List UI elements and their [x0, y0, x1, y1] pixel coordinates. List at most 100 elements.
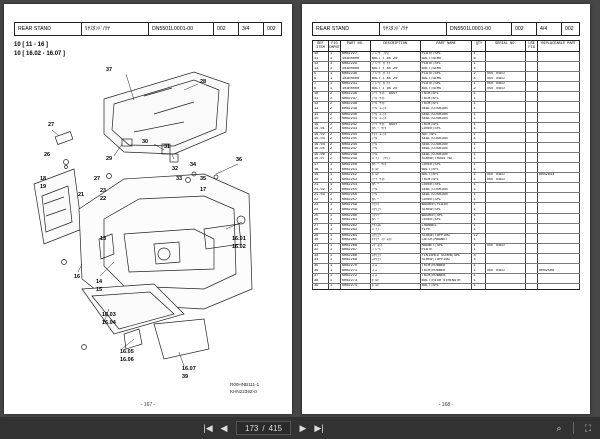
- header-rev: 002: [214, 23, 239, 35]
- table-cell: KHN2237: [339, 96, 371, 103]
- table-cell: 1: [327, 268, 341, 275]
- table-cell: [537, 132, 580, 138]
- table-cell: TRIM;SPL: [419, 177, 473, 184]
- table-cell: KHN2267: [339, 248, 371, 254]
- table-cell: [537, 56, 580, 63]
- table-cell: [537, 142, 580, 148]
- table-cell: SEAL;CUSHION: [419, 112, 473, 118]
- callout-22: 22: [100, 196, 107, 202]
- table-cell: [537, 202, 580, 208]
- table-cell: 39: [312, 283, 329, 290]
- figure-code-2: KHN2239Z-0: [230, 389, 257, 394]
- table-cell: [525, 283, 539, 290]
- fullscreen-icon: ⛶: [584, 422, 592, 433]
- table-cell: KHN2231: [339, 81, 371, 87]
- table-cell: SCREW;TRUSS HD: [419, 157, 473, 164]
- table-cell: KHN2239: [339, 107, 371, 113]
- table-cell: [537, 243, 580, 249]
- table-cell: KHN2269: [339, 258, 371, 264]
- table-cell: BOLT;SPL: [419, 283, 473, 290]
- table-cell: 1: [327, 177, 341, 184]
- table-cell: [537, 197, 580, 204]
- table-cell: SCREW;TAPPING: [419, 258, 473, 264]
- total-pages: 415: [268, 423, 282, 433]
- header-rev: 002: [512, 23, 537, 35]
- column-header: PART NO.: [339, 40, 371, 52]
- column-header: USE FIG: [525, 40, 539, 52]
- table-cell: 1: [327, 283, 341, 290]
- table-cell: KHN2247: [339, 147, 371, 153]
- last-page-button[interactable]: ▶|: [311, 417, 327, 439]
- next-page-icon: ▶: [299, 422, 307, 433]
- table-cell: 103RR000: [339, 76, 371, 83]
- table-cell: KHN2263: [339, 228, 371, 234]
- callout-27b: 27: [94, 176, 101, 182]
- callout-13: 13: [100, 236, 107, 242]
- table-cell: KHN2260: [339, 213, 371, 219]
- table-cell: KHN2265: [339, 238, 371, 244]
- callout-39: 39: [182, 374, 189, 380]
- callout-19: 19: [40, 184, 47, 190]
- table-cell: NUT;SPL: [419, 132, 473, 138]
- table-cell: 1: [327, 243, 341, 249]
- callout-16: 16: [74, 274, 81, 280]
- table-cell: [537, 101, 580, 108]
- table-cell: KHN2250: [339, 162, 371, 168]
- table-cell: BOLT;SEMS: [419, 66, 473, 73]
- table-cell: [537, 66, 580, 73]
- current-page-input[interactable]: 173: [245, 423, 259, 433]
- column-header: REF ITEM: [312, 40, 329, 52]
- table-cell: FINISHED SCREW;SPL: [419, 253, 473, 259]
- table-cell: [537, 91, 580, 97]
- table-cell: BOLT;SEMS: [419, 86, 473, 93]
- page-167: REAR STAND ﾘﾔｽﾀﾝﾄﾞ/ﾘﾔ DN5501L0001-00 002…: [4, 4, 292, 414]
- table-cell: KHN2245: [339, 137, 371, 143]
- table-cell: SEAL;CUSHION: [419, 107, 473, 113]
- table-cell: [537, 223, 580, 229]
- table-cell: BOLT;SPL: [419, 167, 473, 174]
- callout-15: 15: [96, 287, 103, 293]
- table-cell: KHN2240: [339, 112, 371, 118]
- callout-23: 23: [100, 188, 107, 194]
- header-sheet: 4/4: [537, 23, 562, 35]
- table-cell: 2: [327, 137, 341, 143]
- page-header: REAR STAND ﾘﾔｽﾀﾝﾄﾞ/ﾘﾔ DN5501L0001-00 002…: [14, 22, 282, 36]
- table-cell: 1: [327, 238, 341, 244]
- table-cell: [537, 182, 580, 188]
- callout-16-07: 16.07: [182, 366, 196, 372]
- table-cell: 1: [327, 278, 341, 285]
- table-cell: KHN2266: [339, 243, 371, 249]
- fullscreen-button[interactable]: ⛶: [580, 417, 596, 439]
- table-cell: [537, 283, 580, 290]
- table-cell: KHN2258: [339, 202, 371, 208]
- callout-31: 31: [164, 144, 171, 150]
- table-cell: 2: [327, 157, 341, 164]
- table-cell: 1: [327, 162, 341, 168]
- first-page-button[interactable]: |◀: [200, 417, 216, 439]
- next-page-button[interactable]: ▶: [295, 417, 311, 439]
- table-cell: SEAL;CUSHION: [419, 152, 473, 158]
- table-cell: KHN2229: [339, 61, 371, 67]
- table-cell: [537, 177, 580, 184]
- table-cell: [537, 207, 580, 214]
- table-cell: KHN2273: [339, 278, 371, 285]
- header-code: 002: [267, 26, 276, 32]
- table-cell: 1: [327, 213, 341, 219]
- prev-page-button[interactable]: ◀: [216, 417, 232, 439]
- table-cell: 2: [327, 117, 341, 123]
- table-cell: [537, 71, 580, 77]
- table-cell: SEAL;CUSHION: [419, 117, 473, 123]
- prev-page-icon: ◀: [220, 422, 228, 433]
- table-cell: ﾎﾞﾙﾄ: [369, 283, 421, 290]
- search-button[interactable]: ⌕: [551, 417, 567, 439]
